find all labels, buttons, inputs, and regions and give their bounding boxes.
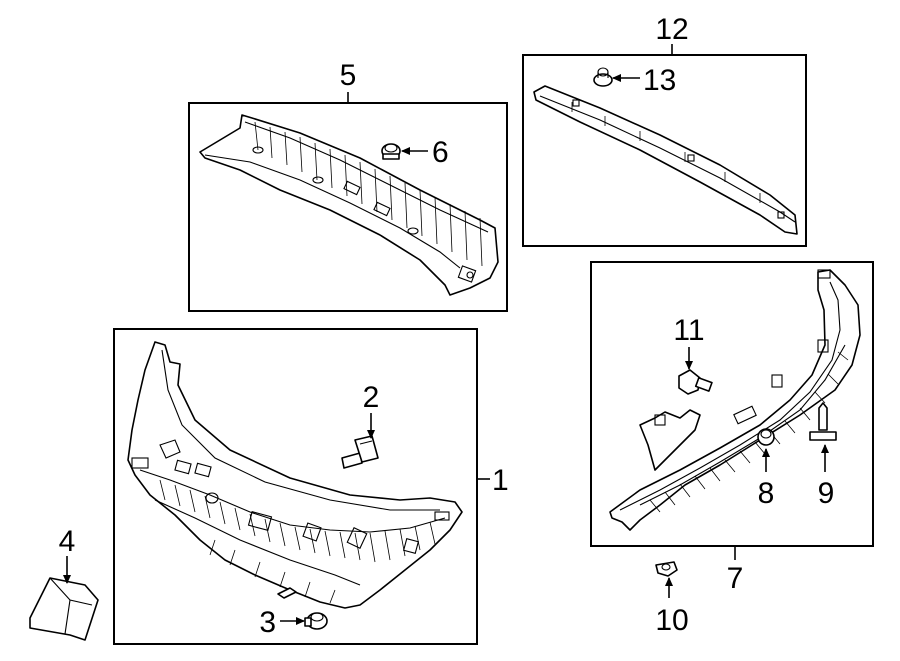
liftgate-trim-panel [127, 341, 463, 609]
pin-9-part [809, 402, 837, 441]
bolt-11-part [678, 369, 713, 395]
small-clip-part [277, 587, 297, 599]
top-trim-strip [533, 85, 798, 235]
group-1: 1 2 [113, 328, 509, 645]
nut-10-part [655, 561, 678, 577]
cover-4-part [29, 577, 99, 641]
callout-2: 2 [363, 381, 380, 414]
callout-4: 4 [59, 525, 76, 558]
group-4: 4 [29, 525, 99, 641]
callout-7: 7 [727, 562, 744, 595]
group-7-frame [590, 261, 874, 547]
callout-13: 13 [643, 64, 676, 97]
clip-3-part [304, 612, 328, 630]
callout-6: 6 [432, 136, 449, 169]
callout-10: 10 [655, 604, 688, 637]
group-7: 7 11 8 9 [590, 261, 874, 595]
group-1-frame [113, 328, 478, 645]
callout-9: 9 [818, 477, 835, 510]
callout-3: 3 [259, 606, 276, 639]
group-12: 12 13 [522, 13, 807, 247]
group-10: 10 [655, 561, 689, 637]
clip-8-part [757, 428, 775, 446]
callout-5: 5 [340, 59, 357, 92]
callout-1: 1 [492, 464, 509, 497]
group-12-frame [522, 54, 807, 247]
upper-trim-panel [199, 114, 499, 296]
nut-13-part [593, 67, 613, 87]
callout-8: 8 [758, 477, 775, 510]
callout-12: 12 [655, 13, 688, 46]
group-5: 5 6 [188, 59, 508, 312]
clip-2-part [341, 435, 379, 469]
clip-6-part [381, 143, 401, 160]
callout-11: 11 [673, 314, 704, 347]
